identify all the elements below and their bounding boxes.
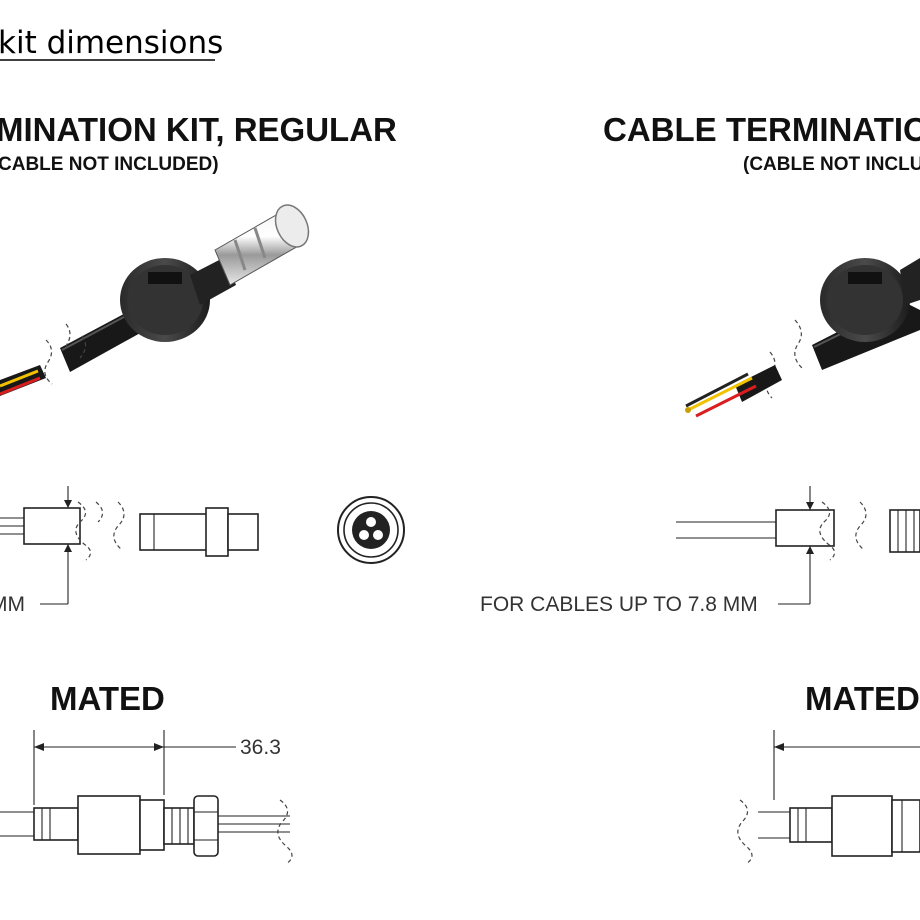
right-cable-note: FOR CABLES UP TO 7.8 MM: [480, 593, 758, 616]
front-face-view: [337, 496, 405, 564]
right-connector-render: [685, 258, 920, 418]
left-connector-render: [0, 204, 310, 396]
page-title: kit dimensions: [0, 25, 223, 61]
left-dimension-value: 36.3: [240, 736, 281, 759]
left-subheading: CABLE NOT INCLUDED): [0, 154, 219, 175]
left-mated-label: MATED: [50, 680, 165, 717]
right-side-view: [676, 486, 920, 605]
left-heading: MINATION KIT, REGULAR: [0, 111, 397, 148]
left-cable-note: MM: [0, 593, 25, 616]
right-subheading: (CABLE NOT INCLU: [743, 154, 920, 175]
right-mated-label: MATED: [805, 680, 920, 717]
right-heading: CABLE TERMINATION: [603, 111, 920, 148]
right-mated-view: [737, 730, 920, 865]
left-mated-view: [0, 730, 293, 865]
left-side-view: [0, 486, 259, 605]
